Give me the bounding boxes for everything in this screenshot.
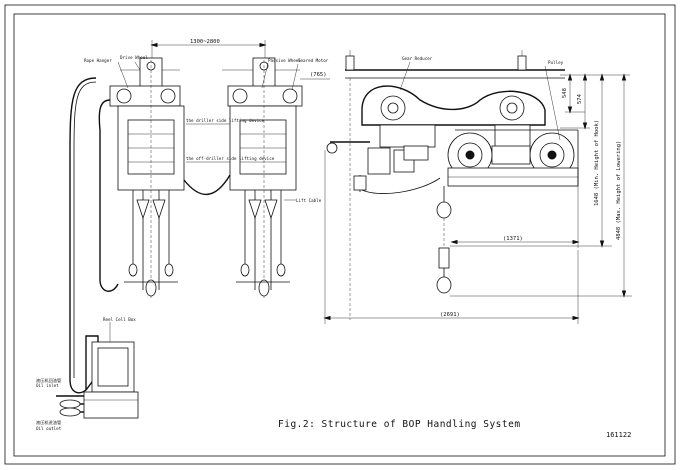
pulley-drums [447,129,579,187]
lift-hook [436,186,452,294]
gear-reducer-label: Gear Reducer [402,56,433,61]
gear-reducer-housing [361,85,546,148]
dim-4848-text: 4848 (Max. Height of Lowering) [616,141,622,240]
offset-dimension-text: (765) [310,72,327,78]
figure-caption: Fig.2: Structure of BOP Handling System [278,419,521,430]
drive-trolley [109,57,185,300]
dim-548-text: 548 [562,88,568,98]
reel-cell-box-label: Reel Cell Box [103,317,136,322]
dim-1371-text: (1371) [503,236,523,242]
dim-1371: (1371) [450,186,580,248]
pulley-label: Pulley [548,60,564,65]
geared-motor-label: Geared Motor [298,58,329,63]
rope-hanger-label: Rope Hanger [84,58,112,63]
span-dimension-text: 1300~2800 [190,39,220,45]
reel-cell-box: Reel Cell Box [56,317,139,419]
dim-2691-text: (2691) [440,312,460,318]
passive-wheel-label: Passive Wheel [268,58,301,63]
drill-side-lifting-label: the driller side lifting device [186,118,265,123]
right-view: Gear Reducer Pulley [323,50,632,324]
drive-wheel-label: Drive Wheel [120,55,148,60]
hydraulic-hose [69,77,97,394]
cn-oil-outlet-label: 液压机进油管 [36,419,61,426]
drive-motors [326,141,441,194]
passive-trolley [227,57,303,300]
inner-border [13,13,666,457]
outer-border [4,4,676,465]
off-driller-lifting-label: the off-driller side lifting device [186,156,275,161]
drawing-number: 161122 [606,431,631,439]
dim-2691: (2691) [323,150,580,324]
oil-inlet-label: Oil inlet [36,383,59,388]
span-dimension: 1300~2800 [150,39,267,60]
oil-outlet-label: Oil outlet [36,426,62,431]
lift-cable-label: Lift Cable [296,198,322,203]
dim-1648-text: 1648 (Min. Height of Hook) [594,120,600,206]
cn-oil-inlet-label: 液压机回油管 [36,377,61,384]
vertical-dimensions: 548 574 1648 (Min. Height of Hook) 4848 … [450,73,632,298]
dim-574-text: 574 [577,93,583,104]
left-view: 1300~2800 (765) [36,39,330,431]
